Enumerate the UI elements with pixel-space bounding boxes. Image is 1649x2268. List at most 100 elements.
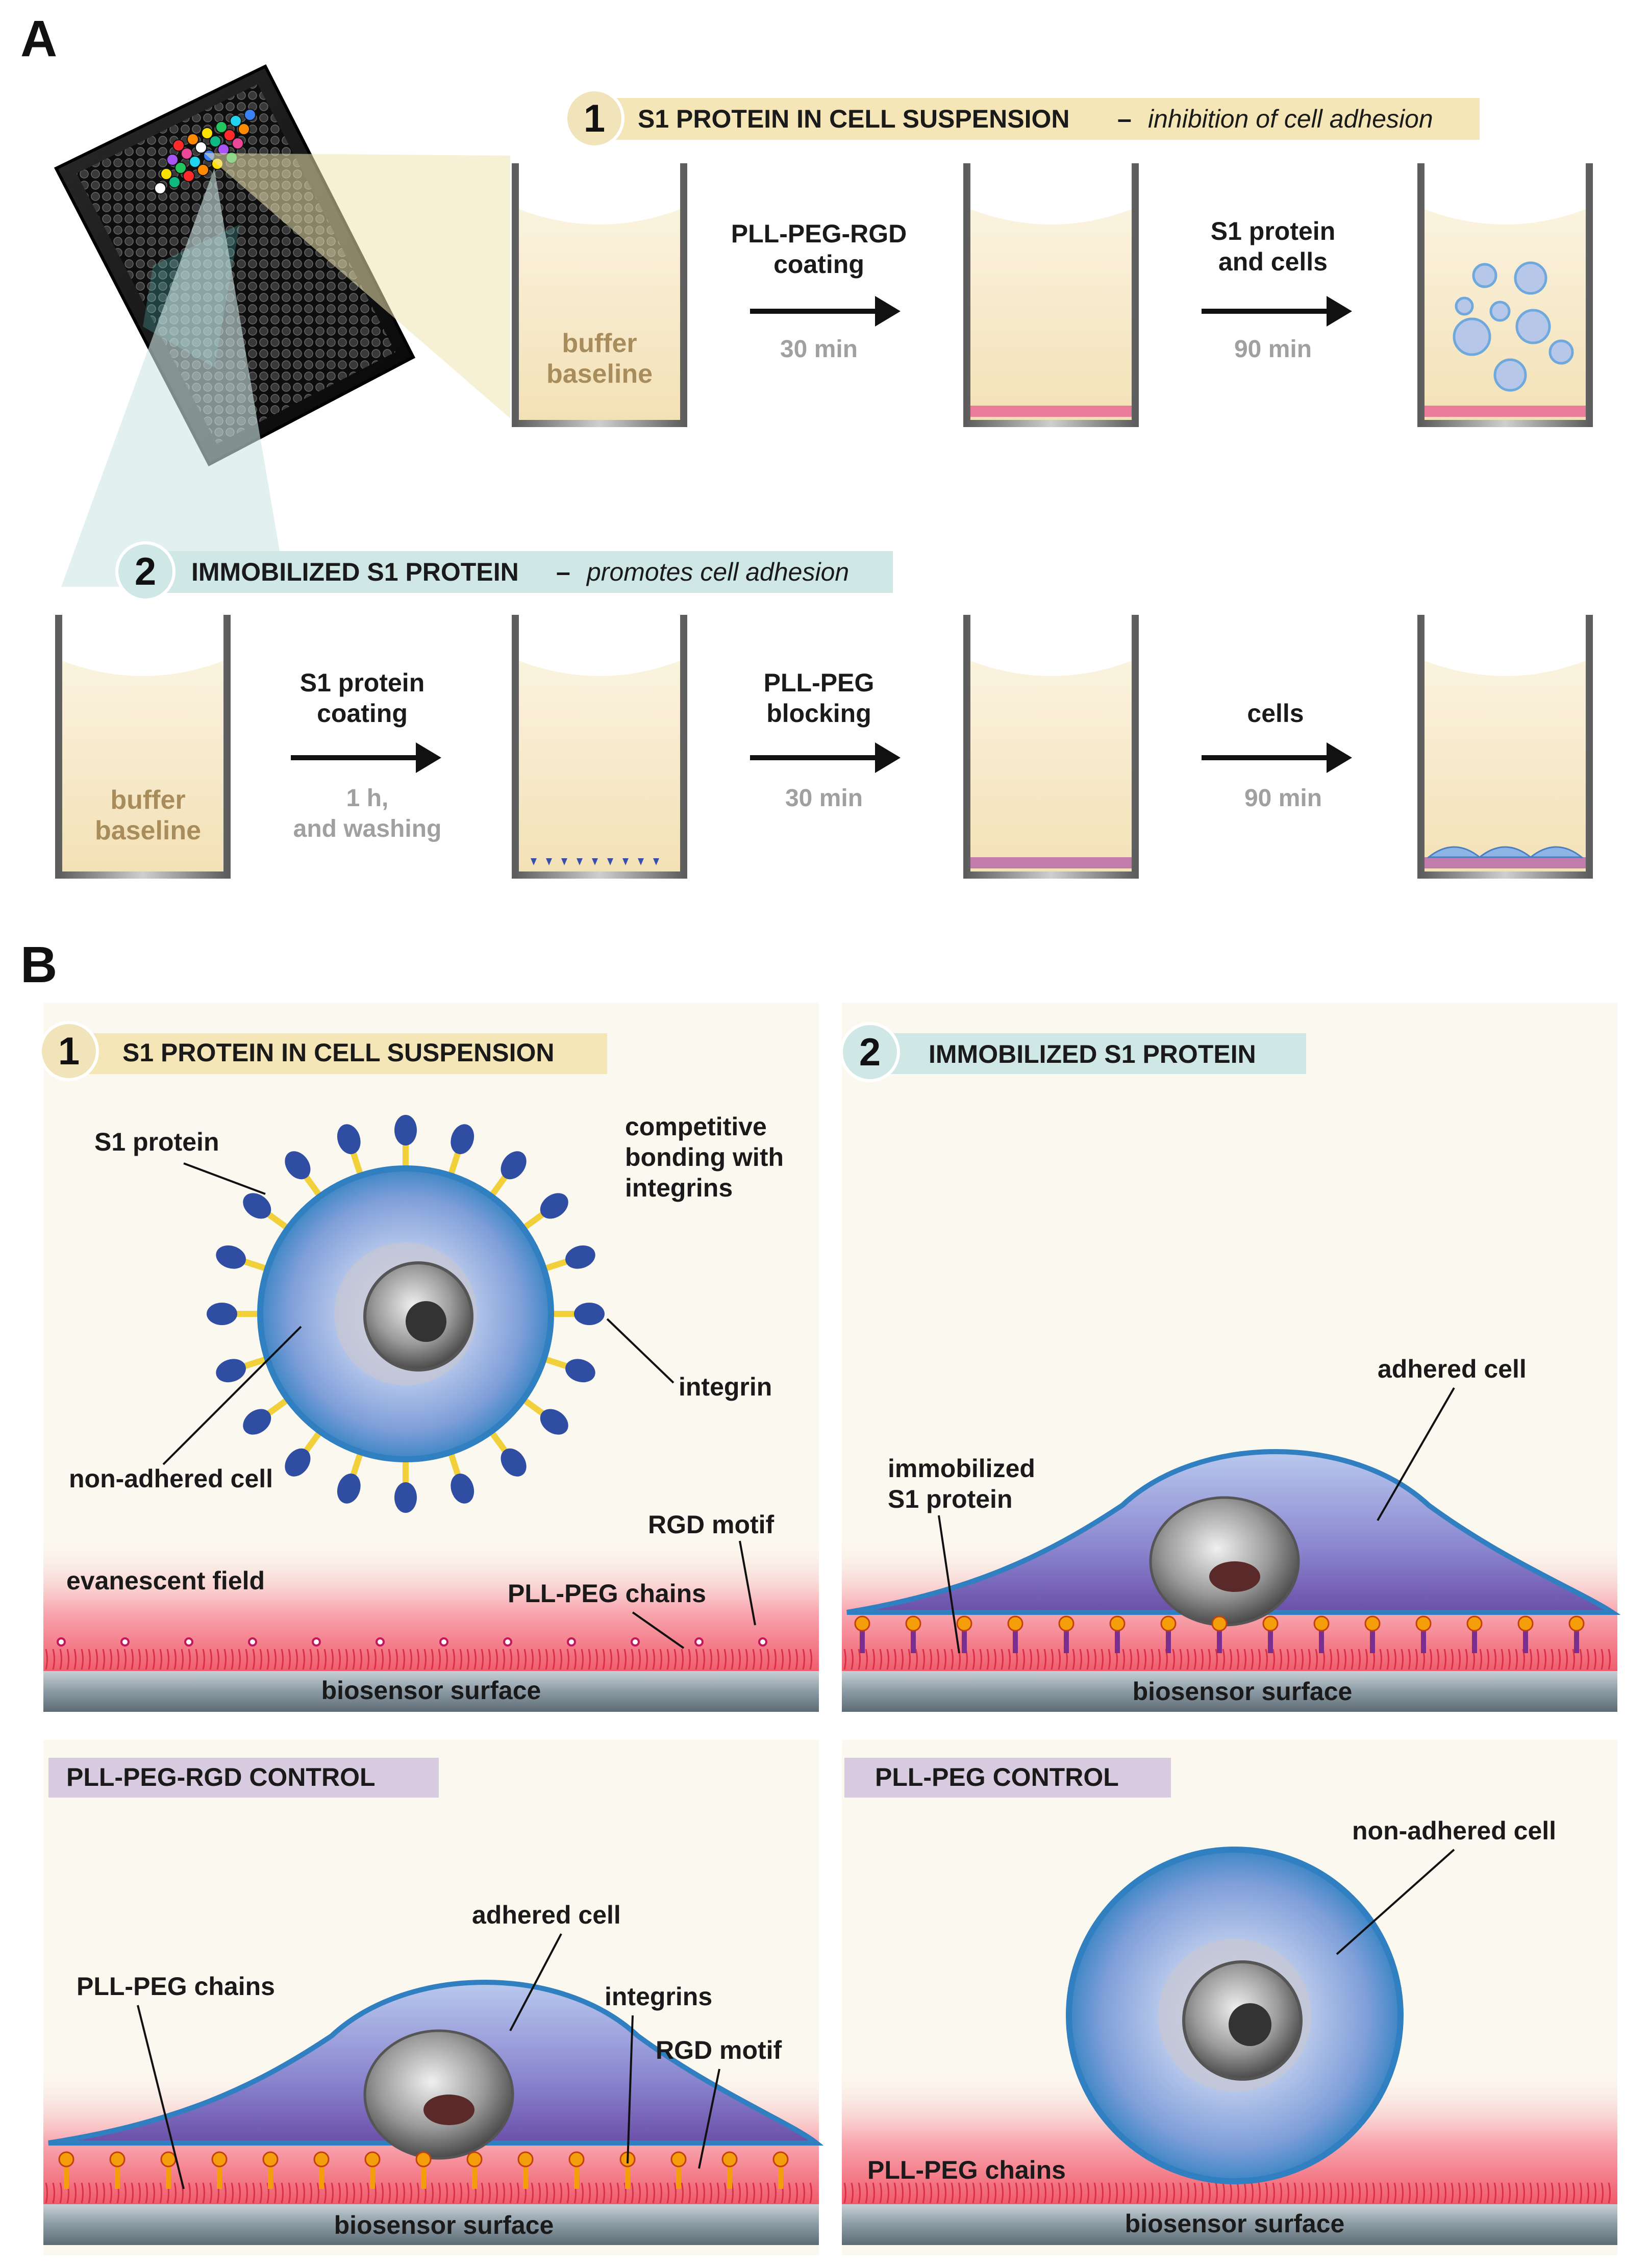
- plate-well-dot: [215, 121, 228, 133]
- quadrant-3: PLL-PEG-RGD CONTROL adhered cell PLL-PEG…: [43, 1740, 824, 2255]
- chain-strands: [45, 2182, 812, 2204]
- anchor-point: [905, 1615, 921, 1632]
- s1-coating-marks: [531, 858, 659, 865]
- s1-protein-spike: [451, 1124, 474, 1154]
- anchor-point: [854, 1615, 870, 1632]
- row1-step1-line2: coating: [773, 250, 864, 279]
- q3-label-rgd: RGD motif: [656, 2036, 782, 2064]
- q3-label-chains: PLL-PEG chains: [77, 1972, 275, 2001]
- plate-well-dot: [168, 176, 181, 188]
- row2-step2-line1: PLL-PEG: [764, 668, 875, 697]
- anchor-point: [1058, 1615, 1075, 1632]
- q4-surface: biosensor surface: [1125, 2209, 1345, 2238]
- s1-protein-spike: [337, 1474, 361, 1504]
- q2-title: IMMOBILIZED S1 PROTEIN: [929, 1040, 1256, 1068]
- q3-surface: biosensor surface: [334, 2211, 554, 2239]
- row1-well-3: [1417, 163, 1593, 427]
- row2-step1-time-line1: 1 h,: [346, 785, 389, 812]
- row2-dash: –: [556, 558, 570, 586]
- q3-label-integrins: integrins: [605, 1982, 712, 2011]
- row2-buffer-line2: baseline: [95, 816, 201, 845]
- q2-label-imm2: S1 protein: [888, 1485, 1012, 1513]
- plate-well-dot: [172, 139, 185, 152]
- s1-protein-spike: [501, 1151, 527, 1180]
- s1-protein-spike: [207, 1303, 237, 1325]
- row1-header: 1 S1 PROTEIN IN CELL SUSPENSION – inhibi…: [564, 88, 1480, 148]
- row1-step2-line1: S1 protein: [1211, 217, 1335, 245]
- anchor-point: [517, 2151, 534, 2167]
- s1-protein-spike: [285, 1448, 311, 1477]
- row2-number: 2: [135, 550, 156, 593]
- s1-protein-spike: [451, 1474, 474, 1504]
- s1-protein-spike: [216, 1245, 246, 1269]
- row1-step2: S1 protein and cells 90 min: [1202, 217, 1352, 363]
- row2-well-1: buffer baseline: [55, 615, 231, 879]
- q4-label-cell: non-adhered cell: [1352, 1816, 1556, 1845]
- row2-buffer-line1: buffer: [110, 785, 185, 815]
- s1-protein-spikes: [207, 1115, 605, 1513]
- s1-protein-spike: [216, 1359, 246, 1383]
- zoom-beam-2: [61, 168, 286, 587]
- anchor-point: [1415, 1615, 1432, 1632]
- anchor-point: [1160, 1615, 1177, 1632]
- anchor-point: [109, 2151, 126, 2167]
- rgd-motif-bead: [439, 1637, 448, 1647]
- suspended-cells: [1453, 261, 1574, 392]
- plate-well-dot: [174, 162, 187, 174]
- q2-label-imm1: immobilized: [888, 1454, 1035, 1483]
- chain-strands: [843, 1649, 1611, 1670]
- anchor-point: [772, 2151, 789, 2167]
- rgd-motif-bead: [376, 1637, 385, 1647]
- anchor-point: [956, 1615, 972, 1632]
- s1-protein-spike: [285, 1151, 311, 1180]
- row2-header: 2 IMMOBILIZED S1 PROTEIN – promotes cell…: [115, 541, 893, 602]
- plate-well-dot: [209, 135, 221, 147]
- plate-well-dot: [230, 115, 242, 127]
- s1-protein-spike: [501, 1448, 527, 1477]
- q1-label-rgd: RGD motif: [648, 1510, 774, 1539]
- anchor-point: [160, 2151, 177, 2167]
- plate-well-dot: [238, 123, 250, 135]
- q4-label-chains: PLL-PEG chains: [867, 2156, 1066, 2184]
- anchor-point: [466, 2151, 483, 2167]
- row2-step1: S1 protein coating 1 h, and washing: [291, 668, 441, 842]
- plate-well-dot: [223, 129, 236, 141]
- row1-title: S1 PROTEIN IN CELL SUSPENSION: [638, 105, 1069, 133]
- anchor-point: [1313, 1615, 1330, 1632]
- anchor-point: [1364, 1615, 1381, 1632]
- plate-well-dot: [232, 137, 244, 149]
- row2-subtitle: promotes cell adhesion: [586, 558, 849, 586]
- rgd-motif-bead: [248, 1637, 257, 1647]
- anchor-point: [1568, 1615, 1585, 1632]
- panel-a-letter: A: [20, 10, 57, 67]
- row2-step3: cells 90 min: [1202, 699, 1352, 812]
- rgd-motif-bead: [758, 1637, 767, 1647]
- pll-peg-chains-4: [843, 2182, 1611, 2204]
- row2-well-3: [963, 615, 1139, 879]
- q1-label-comp3: integrins: [625, 1174, 733, 1202]
- q1-label-field: evanescent field: [66, 1566, 265, 1595]
- row2-step2-time: 30 min: [785, 785, 863, 812]
- pll-peg-chains: [45, 1637, 812, 1670]
- anchor-point: [1211, 1615, 1228, 1632]
- chain-strands: [843, 2182, 1611, 2204]
- row1-well-2: [963, 163, 1139, 427]
- anchor-point: [721, 2151, 738, 2167]
- s1-protein-spike: [565, 1245, 595, 1269]
- s1-protein-spike: [337, 1124, 361, 1154]
- plate-well-dot: [201, 127, 213, 139]
- anchor-point: [670, 2151, 687, 2167]
- anchor-point: [364, 2151, 381, 2167]
- anchor-point: [1109, 1615, 1126, 1632]
- row1-well-1: buffer baseline: [512, 163, 687, 427]
- rgd-motif-bead: [120, 1637, 130, 1647]
- q2-surface: biosensor surface: [1133, 1677, 1353, 1706]
- row1-step1-time: 30 min: [780, 336, 858, 363]
- pll-peg-chains-2: [843, 1649, 1611, 1670]
- s1-integrin-anchors: [854, 1615, 1585, 1653]
- s1-protein-spike: [574, 1303, 605, 1325]
- row2-step3-time: 90 min: [1244, 785, 1322, 812]
- q1-label-s1: S1 protein: [94, 1128, 219, 1156]
- panel-b-letter: B: [20, 936, 57, 993]
- rgd-integrin-anchors: [58, 2151, 789, 2189]
